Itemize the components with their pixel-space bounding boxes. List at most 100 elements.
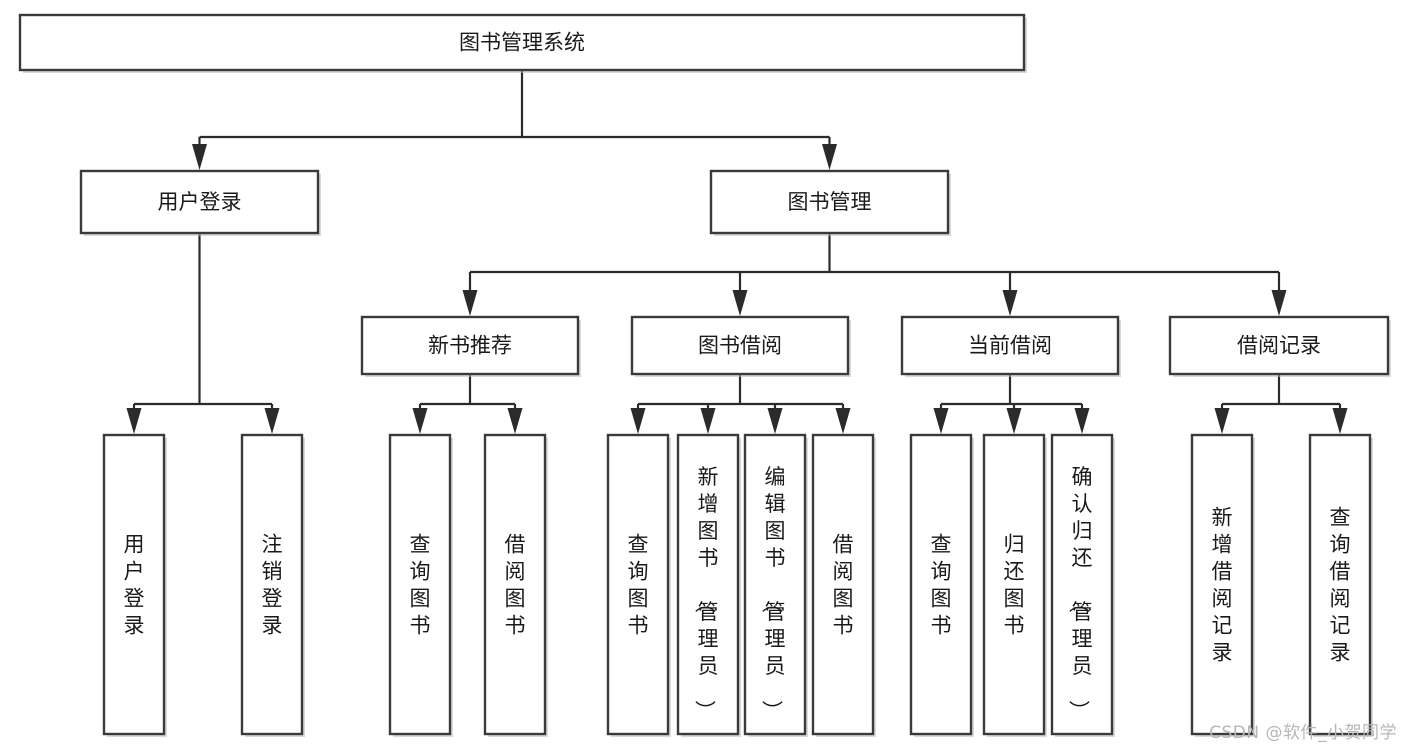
connector-group-user-login — [126, 233, 280, 434]
node-root[interactable]: 图书管理系统 — [18, 13, 1027, 73]
node-rect[interactable] — [630, 315, 850, 376]
node-label-char: ） — [1067, 700, 1091, 721]
node-label-vertical: 查询图书 — [628, 533, 649, 638]
node-rect[interactable] — [360, 315, 580, 376]
node-label-char: 理 — [765, 627, 786, 651]
node-leaf-confirm-return[interactable]: 确认归还（管理员） — [1050, 433, 1115, 737]
node-label-char: 员 — [698, 654, 719, 678]
node-label-char: 增 — [1212, 533, 1233, 557]
node-label-vertical: 新增借阅记录 — [1212, 506, 1233, 665]
node-leaf-return-book[interactable]: 归还图书 — [982, 433, 1047, 737]
node-label: 用户登录 — [158, 190, 242, 214]
connector-group-borrow-record — [1214, 374, 1348, 434]
node-label-char: 书 — [410, 614, 431, 638]
node-label-char: （ — [760, 592, 784, 613]
node-new-book-recommend[interactable]: 新书推荐 — [360, 315, 581, 377]
arrow-head-icon — [462, 290, 478, 316]
node-label-char: 记 — [1212, 614, 1233, 638]
node-rect[interactable] — [676, 433, 740, 736]
node-label-vertical: 确认归还（管理员） — [1067, 465, 1093, 721]
node-label-char: 管 — [698, 600, 719, 624]
node-label-char: 员 — [765, 654, 786, 678]
node-label-char: 户 — [124, 560, 145, 584]
node-label-char: 新 — [1212, 506, 1233, 530]
node-label-char: 注 — [262, 533, 283, 557]
node-label-char: 书 — [505, 614, 526, 638]
node-label-char: 增 — [698, 492, 719, 516]
node-rect[interactable] — [79, 169, 320, 235]
node-label: 图书管理系统 — [459, 31, 585, 55]
node-label-char: 录 — [1212, 641, 1233, 665]
node-label-char: 询 — [628, 560, 649, 584]
node-label-char: 图 — [628, 587, 649, 611]
node-label-char: 还 — [1072, 546, 1093, 570]
node-label-char: 书 — [698, 546, 719, 570]
node-label-vertical: 注销登录 — [262, 533, 283, 638]
node-leaf-logout-login[interactable]: 注销登录 — [240, 433, 305, 737]
node-leaf-query-book-3[interactable]: 查询图书 — [909, 433, 974, 737]
node-label-char: 书 — [765, 546, 786, 570]
node-label-vertical: 查询借阅记录 — [1330, 506, 1351, 665]
node-leaf-query-borrow-record[interactable]: 查询借阅记录 — [1308, 433, 1373, 737]
watermark-label: CSDN @软件_小贺同学 — [1209, 723, 1397, 743]
node-label-char: 录 — [262, 614, 283, 638]
node-label-char: 确 — [1072, 465, 1093, 489]
node-label-char: 书 — [931, 614, 952, 638]
node-label-char: 归 — [1072, 519, 1093, 543]
node-label-char: 新 — [698, 465, 719, 489]
node-rect[interactable] — [388, 433, 452, 736]
node-layer: 图书管理系统用户登录图书管理新书推荐图书借阅当前借阅借阅记录用户登录注销登录查询… — [18, 13, 1391, 737]
node-book-manage[interactable]: 图书管理 — [709, 169, 951, 236]
node-rect[interactable] — [743, 433, 807, 736]
node-label-char: 询 — [410, 560, 431, 584]
node-rect[interactable] — [483, 433, 547, 736]
node-leaf-borrow-book-1[interactable]: 借阅图书 — [483, 433, 548, 737]
node-label-char: 书 — [833, 614, 854, 638]
node-label-char: 辑 — [765, 492, 786, 516]
node-rect[interactable] — [102, 433, 166, 736]
arrow-head-icon — [126, 408, 142, 434]
arrow-head-icon — [1074, 408, 1090, 434]
node-rect[interactable] — [909, 433, 973, 736]
arrow-head-icon — [1271, 290, 1287, 316]
node-rect[interactable] — [18, 13, 1026, 72]
node-label-char: 录 — [124, 614, 145, 638]
node-leaf-query-book-1[interactable]: 查询图书 — [388, 433, 453, 737]
node-rect[interactable] — [982, 433, 1046, 736]
node-leaf-query-book-2[interactable]: 查询图书 — [606, 433, 671, 737]
node-label-char: 询 — [1330, 533, 1351, 557]
node-label-char: 借 — [505, 533, 526, 557]
arrow-head-icon — [1002, 290, 1018, 316]
node-current-borrow[interactable]: 当前借阅 — [900, 315, 1121, 377]
node-rect[interactable] — [709, 169, 950, 235]
node-borrow-record[interactable]: 借阅记录 — [1168, 315, 1391, 377]
node-book-borrow[interactable]: 图书借阅 — [630, 315, 851, 377]
node-rect[interactable] — [811, 433, 875, 736]
node-rect[interactable] — [1168, 315, 1390, 376]
node-rect[interactable] — [606, 433, 670, 736]
node-leaf-borrow-book-2[interactable]: 借阅图书 — [811, 433, 876, 737]
node-label: 图书借阅 — [698, 334, 782, 358]
node-rect[interactable] — [900, 315, 1120, 376]
node-leaf-add-borrow-record[interactable]: 新增借阅记录 — [1190, 433, 1255, 737]
node-leaf-user-login[interactable]: 用户登录 — [102, 433, 167, 737]
node-leaf-add-book[interactable]: 新增图书（管理员） — [676, 433, 741, 737]
arrow-head-icon — [933, 408, 949, 434]
node-label-vertical: 借阅图书 — [833, 533, 854, 638]
node-label-vertical: 用户登录 — [124, 533, 145, 638]
node-user-login[interactable]: 用户登录 — [79, 169, 321, 236]
node-label-char: 员 — [1072, 654, 1093, 678]
connector-group-current-borrow — [933, 374, 1090, 434]
node-leaf-edit-book[interactable]: 编辑图书（管理员） — [743, 433, 808, 737]
node-label-char: 录 — [1330, 641, 1351, 665]
arrow-head-icon — [1006, 408, 1022, 434]
node-label-char: 销 — [262, 560, 283, 584]
node-label-vertical: 查询图书 — [410, 533, 431, 638]
node-label: 新书推荐 — [428, 334, 512, 358]
node-rect[interactable] — [1308, 433, 1372, 736]
arrow-head-icon — [507, 408, 523, 434]
node-rect[interactable] — [1050, 433, 1114, 736]
node-rect[interactable] — [240, 433, 304, 736]
node-rect[interactable] — [1190, 433, 1254, 736]
